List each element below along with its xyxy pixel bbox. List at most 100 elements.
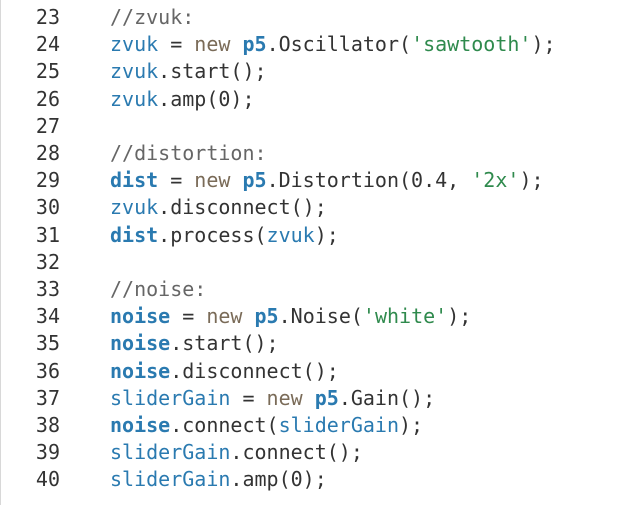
code-token — [230, 168, 242, 192]
code-token: .Oscillator( — [266, 32, 412, 57]
code-token: 'sawtooth' — [411, 32, 532, 57]
code-line[interactable]: 37 sliderGain = new p5.Gain(); — [0, 386, 631, 410]
indent-guide — [0, 0, 1, 505]
code-token: zvuk — [110, 195, 159, 220]
code-line[interactable]: 39 sliderGain.connect(); — [0, 440, 631, 464]
code-token: dist — [110, 222, 159, 247]
line-number: 37 — [35, 385, 60, 410]
code-token: p5 — [242, 168, 267, 193]
code-text[interactable]: zvuk.amp(0); — [110, 87, 255, 111]
code-token: new — [206, 304, 243, 329]
line-number: 30 — [35, 195, 60, 220]
code-line[interactable]: 32 — [0, 250, 631, 274]
code-text[interactable]: noise.connect(sliderGain); — [110, 413, 423, 437]
code-text[interactable]: //zvuk: — [110, 5, 194, 29]
code-text[interactable]: //noise: — [110, 277, 206, 301]
line-number: 25 — [35, 59, 60, 84]
code-line[interactable]: 23 //zvuk: — [0, 5, 631, 29]
code-token: 'white' — [362, 304, 448, 329]
code-token: new — [194, 168, 231, 193]
code-line[interactable]: 33 //noise: — [0, 277, 631, 301]
code-token: ); — [399, 413, 424, 437]
code-line[interactable]: 29 dist = new p5.Distortion(0.4, '2x'); — [0, 168, 631, 192]
line-number: 27 — [35, 113, 60, 138]
code-token: .amp(0); — [230, 467, 327, 492]
code-text[interactable]: zvuk.disconnect(); — [110, 195, 327, 219]
code-token: .start(); — [158, 59, 267, 84]
line-number: 32 — [35, 249, 60, 274]
code-text[interactable]: noise.start(); — [110, 331, 279, 355]
code-token: noise — [110, 413, 171, 437]
code-line[interactable]: 35 noise.start(); — [0, 331, 631, 355]
code-token: .Gain(); — [338, 385, 436, 410]
code-line[interactable]: 34 noise = new p5.Noise('white'); — [0, 304, 631, 328]
line-number: 34 — [35, 304, 60, 329]
code-text[interactable]: noise = new p5.Noise('white'); — [110, 304, 471, 328]
code-text[interactable]: sliderGain.connect(); — [110, 440, 363, 464]
code-text[interactable]: dist.process(zvuk); — [110, 223, 339, 247]
line-number: 31 — [35, 222, 60, 247]
code-token: p5 — [254, 304, 279, 329]
code-token: //distortion: — [110, 141, 267, 165]
code-line[interactable]: 27 — [0, 114, 631, 138]
code-token: dist — [110, 168, 159, 193]
line-number: 39 — [35, 440, 60, 465]
line-number: 23 — [35, 5, 60, 29]
line-number: 35 — [35, 331, 60, 356]
code-token: .connect( — [170, 413, 279, 437]
code-line[interactable]: 24 zvuk = new p5.Oscillator('sawtooth'); — [0, 32, 631, 56]
code-token — [303, 386, 315, 410]
code-token: .connect(); — [230, 440, 363, 465]
code-text[interactable]: noise.disconnect(); — [110, 359, 339, 383]
code-text[interactable]: zvuk = new p5.Oscillator('sawtooth'); — [110, 32, 556, 56]
code-token: noise — [110, 358, 171, 383]
code-token: = — [158, 32, 195, 57]
code-line[interactable]: 30 zvuk.disconnect(); — [0, 195, 631, 219]
code-token: p5 — [314, 385, 339, 410]
code-token: sliderGain — [278, 413, 400, 437]
line-number: 38 — [35, 413, 60, 437]
code-token: zvuk — [110, 86, 159, 111]
code-token: //noise: — [110, 277, 207, 301]
code-token: sliderGain — [110, 440, 231, 465]
code-text[interactable]: zvuk.start(); — [110, 59, 267, 83]
code-line[interactable]: 38 noise.connect(sliderGain); — [0, 413, 631, 437]
code-token: sliderGain — [110, 385, 231, 410]
code-text[interactable]: //distortion: — [110, 141, 267, 165]
code-token: .process( — [158, 222, 267, 247]
code-token: zvuk — [110, 32, 159, 57]
code-token: sliderGain — [110, 467, 231, 492]
code-token: .amp(0); — [158, 86, 255, 111]
code-token: = — [158, 168, 195, 193]
line-number: 24 — [35, 32, 60, 57]
line-number: 28 — [35, 141, 60, 165]
code-line[interactable]: 28 //distortion: — [0, 141, 631, 165]
code-text[interactable]: sliderGain = new p5.Gain(); — [110, 386, 435, 410]
code-token: ); — [519, 168, 544, 193]
code-line[interactable]: 40 sliderGain.amp(0); — [0, 467, 631, 491]
code-line[interactable]: 25 zvuk.start(); — [0, 59, 631, 83]
code-text[interactable]: sliderGain.amp(0); — [110, 467, 327, 491]
code-token: //zvuk: — [110, 5, 195, 29]
code-token: new — [194, 32, 231, 57]
code-token: = — [170, 304, 207, 329]
line-number: 29 — [35, 168, 60, 193]
code-token — [242, 304, 254, 328]
code-token: .disconnect(); — [158, 195, 327, 220]
code-token: .start(); — [170, 331, 279, 356]
code-token: .disconnect(); — [170, 358, 339, 383]
line-number: 40 — [35, 467, 60, 492]
line-number: 33 — [35, 277, 60, 301]
code-token: ); — [314, 222, 339, 247]
code-token: zvuk — [110, 59, 159, 84]
code-token: = — [230, 385, 267, 410]
code-line[interactable]: 31 dist.process(zvuk); — [0, 223, 631, 247]
code-token: .Noise( — [278, 304, 363, 329]
code-token: ); — [531, 32, 556, 57]
code-token: noise — [110, 331, 171, 356]
code-token: ); — [447, 304, 472, 329]
code-text[interactable]: dist = new p5.Distortion(0.4, '2x'); — [110, 168, 544, 192]
